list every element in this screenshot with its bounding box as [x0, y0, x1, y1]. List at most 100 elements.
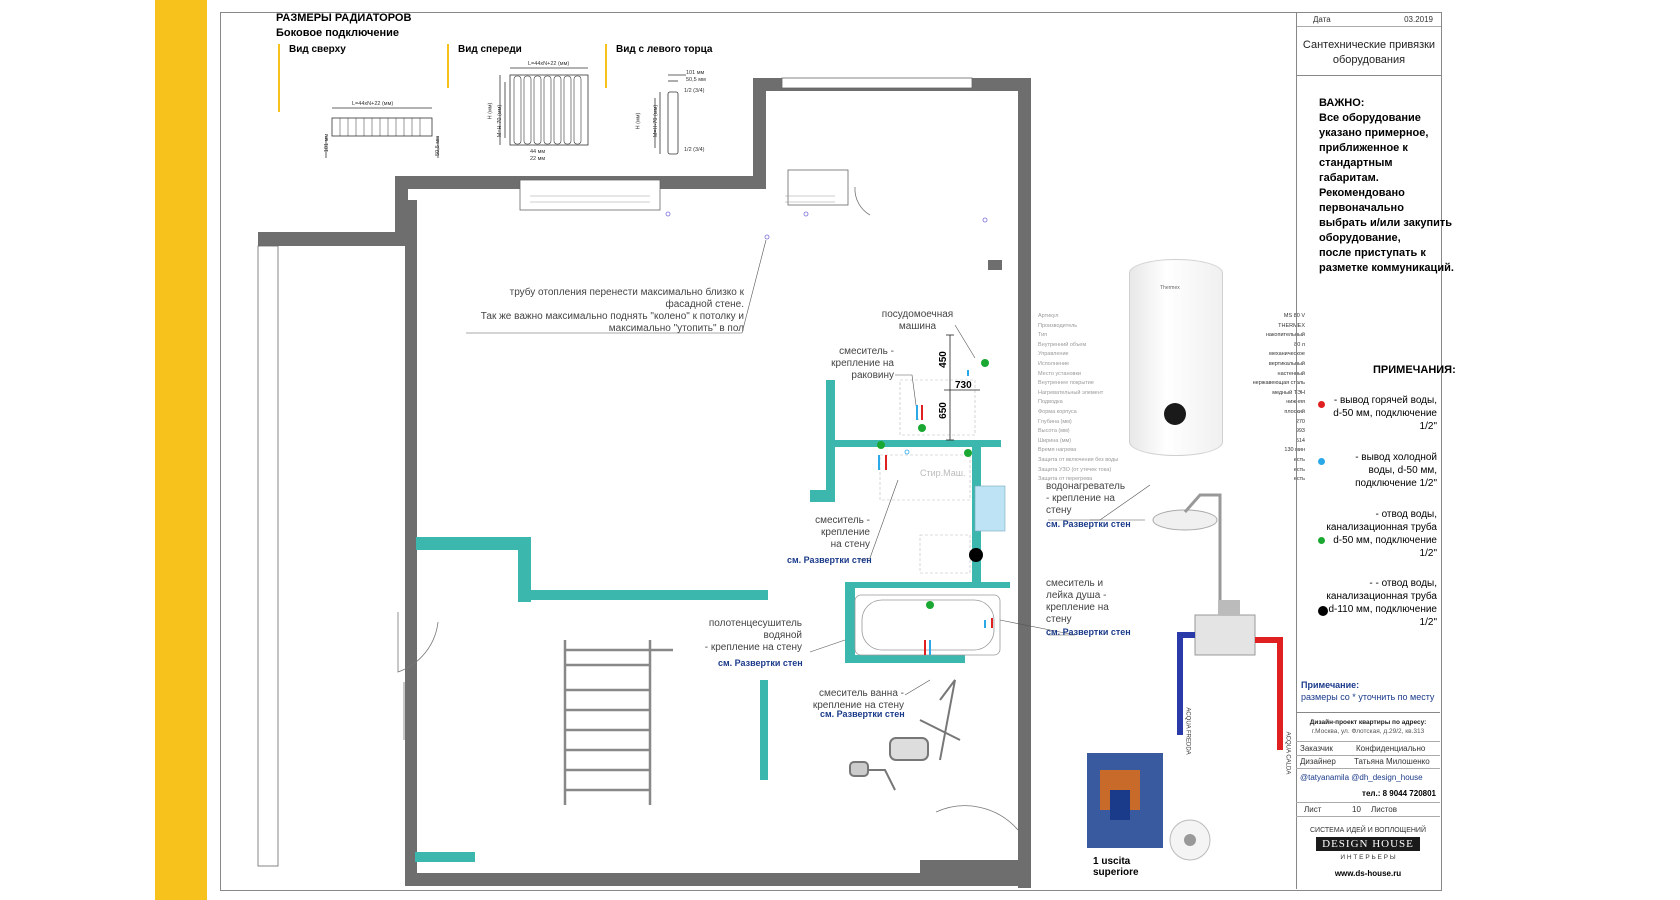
date-row: Дата 03.2019	[1297, 12, 1441, 27]
legend-marker-icon	[1318, 537, 1325, 544]
boiler-spec-value: нержавеющая сталь	[1252, 380, 1305, 387]
plan-windows	[257, 77, 973, 867]
plan-dimension-lines	[944, 334, 980, 441]
plan-walls	[258, 78, 1031, 888]
legend-text: - вывод холодной	[1355, 452, 1437, 463]
boiler-spec-label: Защита от перегрева	[1038, 476, 1093, 483]
note-shower-2: лейка душа -	[1046, 590, 1107, 601]
see-walls-link-3[interactable]: см. Развертки стен	[1046, 627, 1131, 637]
important-line: после приступать к	[1319, 247, 1426, 259]
designer-row: Дизайнер Татьяна Милошенко	[1296, 755, 1440, 769]
boiler-spec-label: Защита от включения без воды	[1038, 457, 1119, 463]
important-line: оборудование,	[1319, 232, 1401, 244]
note-mixer-wall-1: смеситель -	[815, 515, 870, 526]
boiler-spec-value: есть	[1293, 466, 1305, 473]
boiler-image: Thermex	[1129, 259, 1223, 456]
note-heating-pipe-4: максимально "утопить" в пол	[608, 323, 744, 334]
website-link[interactable]: www.ds-house.ru	[1334, 869, 1402, 878]
boiler-spec-value: есть	[1293, 457, 1305, 463]
sheets-label: Листов	[1371, 805, 1397, 814]
boiler-spec-value: THERMEX	[1278, 322, 1305, 329]
radiators-subtitle: Боковое подключение	[276, 27, 400, 39]
dim-side-half1: 1/2 (3/4)	[684, 88, 705, 94]
note-towel-rail-1: полотенцесушитель	[708, 618, 802, 629]
boiler-spec-value: медный ТЭН	[1272, 389, 1305, 396]
important-line: приближенное к	[1319, 142, 1408, 154]
boiler-spec-value: MS 80 V	[1283, 313, 1305, 319]
notes-title: ПРИМЕЧАНИЯ:	[1373, 364, 1456, 376]
legend-text: канализационная труба	[1326, 522, 1437, 533]
note-mixer-sink-2: крепление на	[831, 358, 894, 369]
brand-logo: DESIGN HOUSE	[1316, 837, 1420, 851]
legend-text: подключение 1/2"	[1355, 478, 1437, 489]
see-walls-link-5[interactable]: см. Развертки стен	[820, 709, 905, 719]
note-heating-pipe-3: Так же важно максимально поднять "колено…	[480, 311, 744, 322]
shower-cold-label: ACQUA FREDDA	[1184, 707, 1191, 755]
note-dishwasher-1: посудомоечная	[881, 309, 954, 320]
radiator-side-view	[654, 74, 686, 155]
phone: тел.: 8 9044 720801	[1362, 789, 1436, 798]
washing-machine-label: Стир.Маш.	[920, 468, 966, 478]
client-value: Конфиденциально	[1356, 744, 1426, 753]
sheet-value: 10	[1352, 805, 1361, 814]
note-bath-mixer-1: смеситель ванна -	[818, 688, 904, 699]
important-line: разметке коммуникаций.	[1319, 262, 1454, 274]
see-walls-link-1[interactable]: см. Развертки стен	[1046, 519, 1131, 529]
boiler-spec-label: Подводка	[1038, 399, 1063, 406]
legend-text: d-50 мм, подключение	[1333, 535, 1437, 546]
note-mixer-sink-1: смеситель -	[839, 346, 894, 357]
legend-text: - вывод горячей воды,	[1333, 395, 1437, 406]
legend-text: воды, d-50 мм,	[1368, 465, 1437, 476]
shower-system-image	[1152, 493, 1283, 750]
important-line: стандартным	[1319, 157, 1393, 169]
legend-text: 1/2"	[1419, 617, 1437, 628]
important-line: первоначально	[1319, 202, 1404, 214]
boiler-spec-value: 514	[1295, 437, 1305, 444]
date-value: 03.2019	[1404, 15, 1433, 24]
note-towel-rail-3: - крепление на стену	[704, 642, 802, 653]
boiler-spec-label: Ширина (мм)	[1038, 437, 1072, 444]
boiler-spec-value: накопительный	[1265, 332, 1305, 339]
boiler-spec-label: Форма корпуса	[1038, 409, 1077, 415]
note-mixer-wall-3: на стену	[830, 539, 870, 550]
important-line: Рекомендовано	[1319, 187, 1405, 199]
important-line: габаритам.	[1319, 172, 1379, 184]
boiler-spec-label: Глубина (мм)	[1038, 418, 1072, 425]
note-heating-pipe-2: фасадной стене.	[665, 299, 744, 310]
view-side-label: Вид с левого торца	[616, 44, 713, 55]
boiler-spec-value: вертикальный	[1268, 361, 1305, 367]
boiler-spec-label: Место установки	[1038, 370, 1081, 377]
boiler-brand: Thermex	[1160, 285, 1180, 291]
note-mixer-wall-2: крепление	[821, 527, 870, 538]
sheet-label: Лист	[1304, 805, 1322, 814]
dim-650: 650	[937, 402, 949, 419]
remark-text: размеры со * уточнить по месту	[1301, 692, 1435, 702]
brand-slogan: СИСТЕМА ИДЕЙ И ВОПЛОЩЕНИЙ	[1310, 827, 1426, 834]
note-shower-4: стену	[1046, 614, 1072, 625]
dim-450: 450	[937, 351, 949, 368]
note-shower-3: крепление на	[1046, 602, 1109, 613]
note-shower-1: смеситель и	[1046, 578, 1104, 589]
boiler-spec-label: Производитель	[1038, 322, 1078, 329]
radiator-front-view	[499, 67, 589, 146]
dim-top-length: L=44xN+22 (мм)	[352, 101, 394, 107]
important-line: выбрать и/или закупить	[1319, 217, 1452, 229]
dim-front-44: 44 мм	[530, 149, 546, 155]
boiler-spec-label: Нагревательный элемент	[1038, 389, 1104, 396]
legend-marker-icon	[1318, 401, 1325, 408]
see-walls-link-2[interactable]: см. Развертки стен	[787, 555, 872, 565]
see-walls-link-4[interactable]: см. Развертки стен	[718, 658, 803, 668]
note-water-heater-1: водонагреватель	[1046, 481, 1126, 492]
sheet-title-1: Сантехнические привязки	[1302, 39, 1436, 51]
plan-fixture-points	[665, 211, 993, 655]
note-dishwasher-2: машина	[898, 321, 937, 332]
shower-product-2: superiore	[1093, 867, 1139, 878]
note-heating-pipe-1: трубу отопления перенести максимально бл…	[509, 287, 744, 298]
brand-name: DESIGN HOUSE	[1322, 838, 1414, 850]
important-line: Все оборудование	[1319, 112, 1421, 124]
instagram-handles[interactable]: @tatyanamila @dh_design_house	[1300, 773, 1423, 782]
boiler-spec-value: 130 мин	[1284, 447, 1305, 454]
sheet-number-row: Лист 10 Листов	[1296, 802, 1440, 817]
boiler-spec-value: есть	[1293, 476, 1305, 483]
plan-kitchen-units	[879, 379, 976, 574]
